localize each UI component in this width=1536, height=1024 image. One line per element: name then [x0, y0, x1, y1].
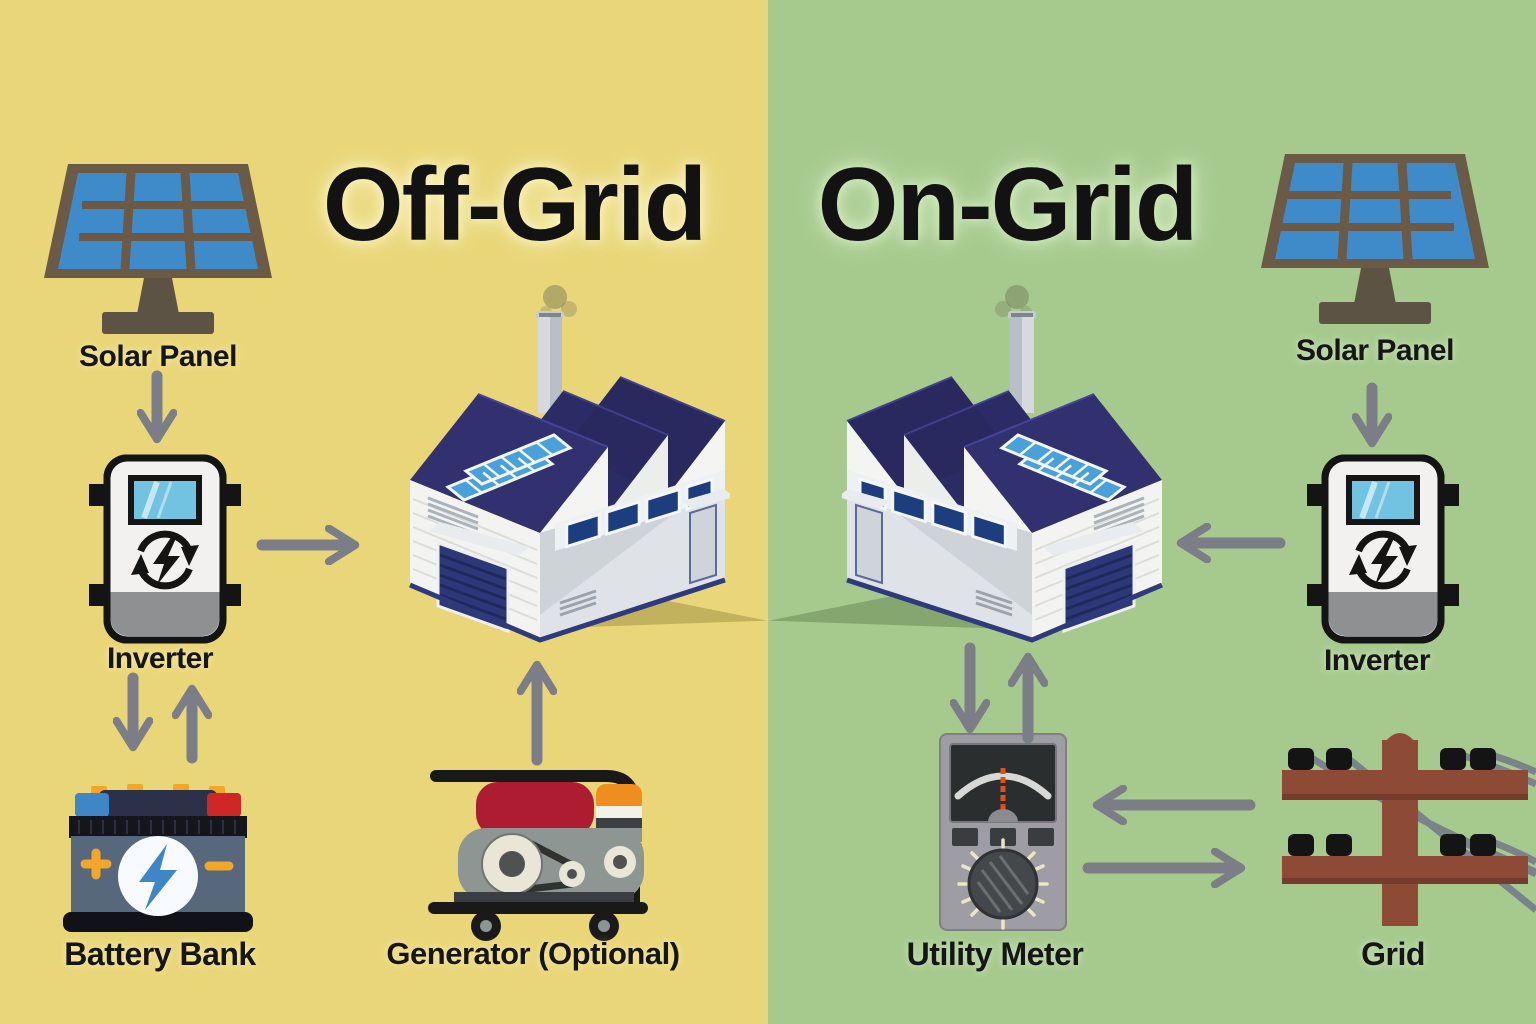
- solar-panel-label-right: Solar Panel: [1296, 334, 1454, 367]
- inverter-label-right: Inverter: [1323, 644, 1431, 677]
- battery-icon: [63, 784, 253, 932]
- inverter-label-left: Inverter: [106, 642, 214, 675]
- off-grid-title: Off-Grid: [322, 147, 708, 263]
- utility-meter-label: Utility Meter: [906, 936, 1084, 972]
- grid-label: Grid: [1361, 936, 1425, 972]
- utility-pole-icon: [1282, 733, 1536, 926]
- inverter-icon: [1307, 454, 1459, 644]
- solar-panel-label-left: Solar Panel: [79, 340, 237, 373]
- utility-meter-icon: [939, 733, 1067, 931]
- on-grid-title: On-Grid: [817, 147, 1199, 263]
- factory-building-icon: [842, 285, 1163, 643]
- solar-panel-icon: [1261, 154, 1489, 324]
- generator-icon: [428, 770, 648, 941]
- solar-panel-icon: [44, 164, 272, 334]
- factory-building-icon: [409, 285, 730, 643]
- generator-label: Generator (Optional): [386, 936, 680, 971]
- inverter-icon: [89, 454, 241, 644]
- battery-bank-label: Battery Bank: [64, 936, 256, 972]
